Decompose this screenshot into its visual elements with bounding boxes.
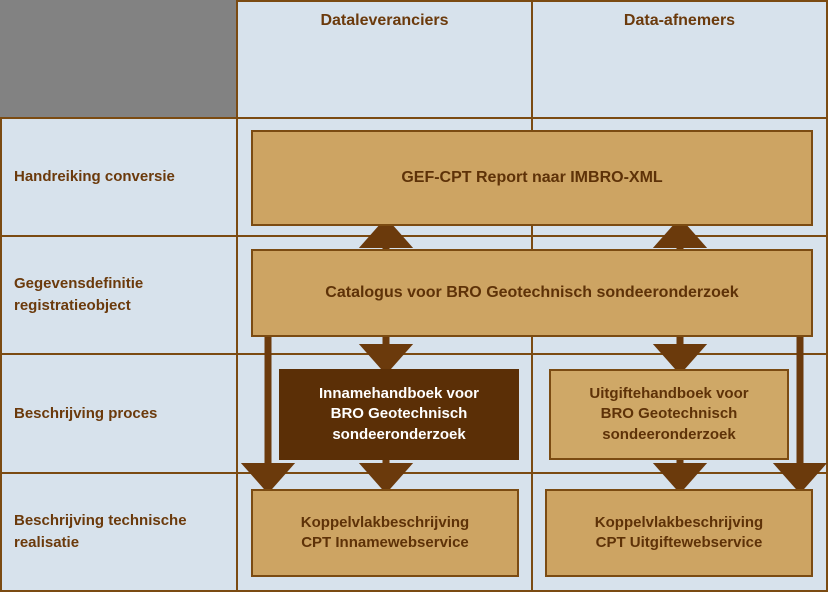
column-header-data-afnemers [531, 0, 828, 119]
column-header-label-dataleveranciers: Dataleveranciers [236, 0, 533, 119]
column-header-dataleveranciers [236, 0, 533, 119]
row-cell-gegevensdefinitie-label [0, 235, 238, 355]
row-label-text: Beschrijving proces [14, 404, 158, 422]
column-header-text: Dataleveranciers [320, 12, 449, 29]
box-label: Koppelvlakbeschrijving CPT Innamewebserv… [300, 513, 470, 551]
column-header-text: Data-afnemers [623, 12, 736, 29]
box-innamehandboek[interactable]: Innamehandboek voor BRO Geotechnisch son… [279, 369, 519, 460]
column-header-label-data-afnemers: Data-afnemers [531, 0, 828, 119]
box-koppelvlak-uitgifte[interactable]: Koppelvlakbeschrijving CPT Uitgiftewebse… [545, 489, 813, 577]
corner-cell [0, 0, 238, 119]
row-label-beschrijving-proces: Beschrijving proces [0, 353, 238, 474]
box-label: Uitgiftehandboek voor BRO Geotechnisch s… [589, 385, 749, 443]
box-gef-cpt-report[interactable]: GEF-CPT Report naar IMBRO-XML [251, 130, 813, 226]
row-label-beschrijving-technische-realisatie: Beschrijving technische realisatie [0, 472, 238, 592]
box-label: Catalogus voor BRO Geotechnisch sondeero… [325, 284, 739, 302]
box-label: GEF-CPT Report naar IMBRO-XML [401, 169, 663, 187]
row-label-gegevensdefinitie-registratieobject: Gegevensdefinitie registratieobject [0, 235, 238, 355]
row-cell-technische-realisatie-label [0, 472, 238, 592]
box-catalogus[interactable]: Catalogus voor BRO Geotechnisch sondeero… [251, 249, 813, 337]
row-cell-beschrijving-proces-label [0, 353, 238, 474]
row-label-text: Handreiking conversie [14, 168, 175, 186]
box-uitgiftehandboek[interactable]: Uitgiftehandboek voor BRO Geotechnisch s… [549, 369, 789, 460]
row-label-text: Beschrijving technische realisatie [14, 512, 187, 551]
row-label-handreiking-conversie: Handreiking conversie [0, 117, 238, 237]
box-koppelvlak-inname[interactable]: Koppelvlakbeschrijving CPT Innamewebserv… [251, 489, 519, 577]
box-label: Koppelvlakbeschrijving CPT Uitgiftewebse… [594, 513, 764, 551]
box-label: Innamehandboek voor BRO Geotechnisch son… [318, 385, 480, 443]
row-label-text: Gegevensdefinitie registratieobject [14, 275, 144, 314]
